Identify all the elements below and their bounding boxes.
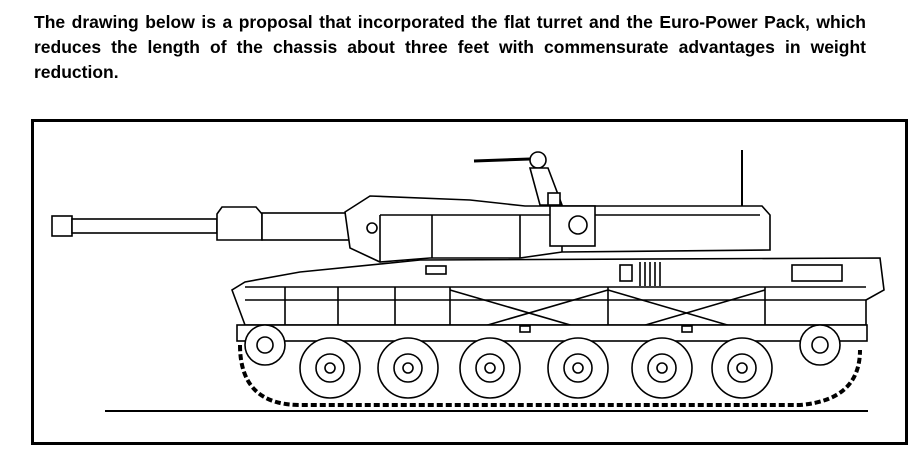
gun-barrel bbox=[51, 206, 353, 241]
idler-wheel bbox=[799, 324, 841, 366]
road-wheel bbox=[711, 337, 773, 399]
machine-gun bbox=[473, 151, 564, 206]
road-wheel bbox=[459, 337, 521, 399]
road-wheel bbox=[299, 337, 361, 399]
road-wheels bbox=[299, 337, 773, 399]
hull bbox=[231, 257, 885, 342]
road-wheel bbox=[547, 337, 609, 399]
road-wheel bbox=[631, 337, 693, 399]
sprocket bbox=[244, 324, 286, 366]
figure-frame bbox=[31, 119, 908, 445]
turret bbox=[344, 150, 771, 263]
track bbox=[238, 344, 862, 407]
road-wheel bbox=[377, 337, 439, 399]
intro-paragraph: The drawing below is a proposal that inc… bbox=[34, 12, 866, 82]
